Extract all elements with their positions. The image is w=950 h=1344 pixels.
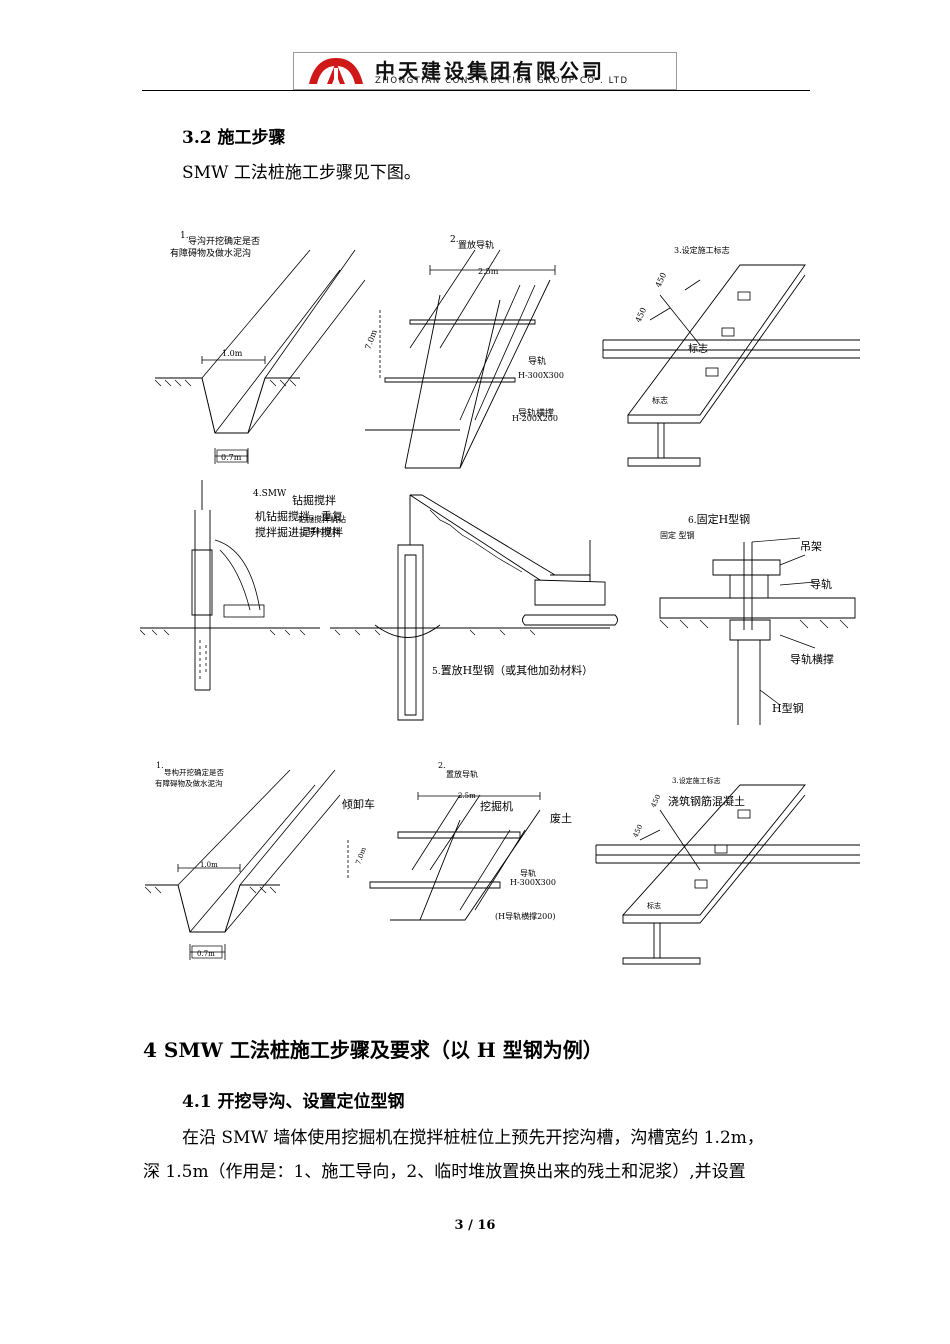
step1b-trench-diagram [144,769,341,960]
p7-dim-bottom: 0.7m [197,950,215,958]
step5-crane-hbeam-diagram [330,494,618,721]
step3-construction-mark-diagram [602,264,860,467]
p8-dim-top: 2.5m [458,792,476,800]
p2-dim-side: 7.0m [363,328,379,351]
p1-num: 1. [180,231,189,241]
step4-mixing-rig-diagram [140,480,320,691]
header-rule [142,90,810,91]
p7-dim-top: 1.0m [200,861,218,869]
p8-title: 置放导轨 [446,769,478,779]
p4-num: 4.SMW [253,489,287,499]
p1-line1: 导沟开挖确定是否 [188,235,260,247]
p6-rail: 导轨 [810,577,832,591]
p2-num: 2. [450,235,459,245]
p3-title: 3.设定施工标志 [674,245,730,255]
p7-line2: 有障碍物及做水泥沟 [155,778,223,788]
p5-caption: 5.置放H型钢（或其他加劲材料） [432,663,593,677]
p4-line2: 机钻掘搅拌，重复 [255,509,343,523]
p6-brace: 导轨横撑 [790,652,834,666]
p8-dump: 倾卸车 [342,797,375,811]
p8-rail: 导轨 [520,868,536,878]
p6-title: 6.固定H型钢 [688,512,750,526]
p9-concrete: 浇筑钢筋混凝土 [668,794,745,808]
step2-guide-rail-diagram [365,249,556,469]
company-name-en: ZHONGTIAN CONSTRUCTION GROUP CO . LTD [375,76,629,86]
p8-dim-side: 7.0m [354,846,368,866]
p6-hanger: 吊架 [800,540,822,553]
p2-rail-size: H-300X300 [518,371,564,380]
p7-num: 1. [156,761,164,770]
section-4-1-heading: 4.1 开挖导沟、设置定位型钢 [182,1092,405,1112]
p1-dim-top: 1.0m [222,349,243,358]
p4-line3: 搅拌掘进提升搅拌 [255,525,343,539]
section-4-1-para-line1: 在沿 SMW 墙体使用挖掘机在搅拌桩桩位上预先开挖沟槽，沟槽宽约 1.2m， [182,1128,764,1148]
construction-steps-figure: 1. 导沟开挖确定是否 有障碍物及做水泥沟 1.0m 0.7m 2. 置放导轨 … [140,231,860,965]
p8-num: 2. [438,761,446,770]
p2-rail: 导轨 [528,355,546,367]
p7-line1: 导构开挖确定是否 [164,767,224,777]
p8-excavator: 挖掘机 [480,799,513,813]
company-name-cn: 中天建设集团有限公司 [375,59,605,83]
p4-line1: 钻掘搅拌 [292,493,336,507]
p2-dim-top: 2.5m [478,267,499,276]
step2b-guide-rail-diagram [347,792,541,921]
p6-sub: 固定 型钢 [660,530,695,540]
step1-trench-diagram [154,249,366,464]
step6-fix-hbeam-diagram [659,537,856,725]
p4-overlap2: 上提时搅拌 [300,526,340,536]
p8-waste: 废土 [550,811,572,825]
p2-brace: 导轨横撑 [518,407,554,419]
p3-mark2: 标志 [652,395,668,405]
p3-dim1: 450 [654,271,669,289]
p2-title: 置放导轨 [458,239,494,251]
p9-dim1: 450 [650,793,663,809]
p9-dim2: 450 [632,823,645,839]
section-3-2-heading: 3.2 施工步骤 [182,128,286,148]
step3b-construction-mark-diagram [595,784,860,965]
p2-brace-size: H-200X200 [512,414,558,423]
section-3-2-intro: SMW 工法桩施工步骤见下图。 [182,163,421,183]
p4-overlap1: 钻掘搅拌机钻 [298,514,346,524]
company-logo-icon [309,58,363,84]
p1-line2: 有障碍物及做水泥沟 [170,247,251,259]
p9-mark: 标志 [647,901,661,910]
p6-hbeam: H型钢 [772,701,804,715]
p9-title: 3.设定施工标志 [672,776,721,785]
section-4-heading: 4 SMW 工法桩施工步骤及要求（以 H 型钢为例） [143,1038,603,1062]
p8-brace: (H导轨横撑200) [495,911,556,921]
section-4-1-para-line2: 深 1.5m（作用是：1、施工导向，2、临时堆放置换出来的残土和泥浆）,并设置 [143,1162,746,1182]
p3-mark1: 标志 [688,342,708,355]
p3-dim2: 450 [634,306,649,324]
p1-dim-bottom: 0.7m [221,453,242,462]
page-number: 3 / 16 [454,1218,496,1233]
p8-rail-size: H-300X300 [510,878,556,887]
